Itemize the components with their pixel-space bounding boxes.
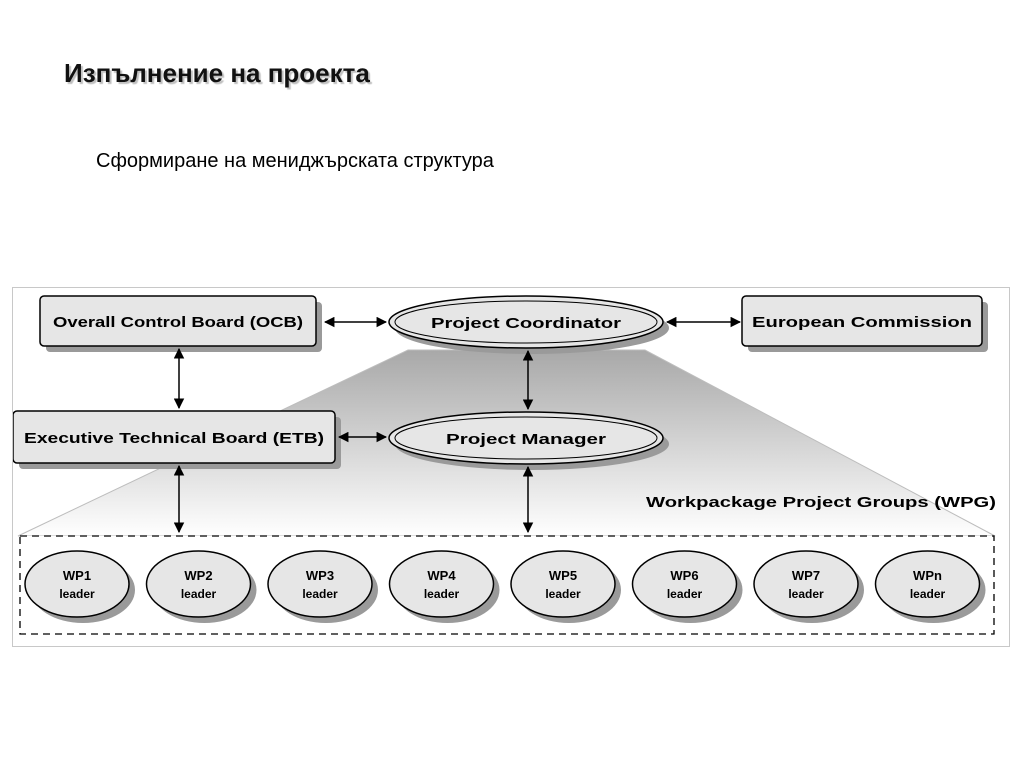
workpackage-ellipse <box>874 550 981 618</box>
workpackage-ellipse <box>145 550 252 618</box>
workpackage-role: leader <box>59 587 95 601</box>
workpackage-ellipse <box>510 550 616 618</box>
workpackage-node: WP2 leader <box>145 550 257 623</box>
workpackage-role: leader <box>788 587 824 601</box>
workpackage-role: leader <box>302 587 338 601</box>
workpackage-id: WPn <box>913 568 942 583</box>
commission-label: European Commission <box>752 314 972 331</box>
slide-title: Изпълнение на проекта <box>64 58 370 88</box>
coordinator-node: Project Coordinator <box>388 295 669 354</box>
workpackage-node: WP1 leader <box>24 550 135 623</box>
workpackage-list: WP1 leader WP2 leader WP3 leader WP4 leader WP5 l… <box>24 550 986 623</box>
workpackage-ellipse <box>388 550 495 618</box>
workpackage-id: WP1 <box>63 568 91 583</box>
workpackage-node: WP7 leader <box>753 550 864 623</box>
etb-label: Executive Technical Board (ETB) <box>24 430 324 447</box>
workpackage-ellipse <box>267 550 373 618</box>
org-chart-canvas: Overall Control Board (OCB) Project Coor… <box>13 295 996 635</box>
workpackage-ellipse <box>631 550 738 618</box>
workpackage-ellipse <box>24 550 130 618</box>
ocb-label: Overall Control Board (OCB) <box>53 314 303 331</box>
workpackage-role: leader <box>545 587 581 601</box>
workpackage-id: WP4 <box>427 568 456 583</box>
etb-node: Executive Technical Board (ETB) <box>13 410 341 469</box>
workpackage-role: leader <box>667 587 703 601</box>
workpackage-node: WP3 leader <box>267 550 378 623</box>
workpackage-id: WP2 <box>184 568 212 583</box>
workpackage-role: leader <box>910 587 946 601</box>
workpackage-ellipse <box>753 550 859 618</box>
commission-node: European Commission <box>741 295 988 352</box>
manager-label: Project Manager <box>446 431 606 448</box>
workpackage-node: WP5 leader <box>510 550 621 623</box>
workpackage-id: WP3 <box>306 568 334 583</box>
coordinator-label: Project Coordinator <box>431 315 621 332</box>
workpackage-id: WP5 <box>549 568 577 583</box>
workpackage-node: WP6 leader <box>631 550 743 623</box>
workpackage-node: WP4 leader <box>388 550 500 623</box>
workpackage-role: leader <box>181 587 217 601</box>
workpackage-node: WPn leader <box>874 550 986 623</box>
workpackage-id: WP7 <box>792 568 820 583</box>
wp-group-label: Workpackage Project Groups (WPG) <box>646 494 996 511</box>
workpackage-id: WP6 <box>670 568 698 583</box>
ocb-node: Overall Control Board (OCB) <box>39 295 322 352</box>
org-chart-diagram: Overall Control Board (OCB) Project Coor… <box>12 287 1010 647</box>
slide-subtitle: Сформиране на мениджърската структура <box>96 150 494 172</box>
manager-node: Project Manager <box>388 411 669 470</box>
workpackage-role: leader <box>424 587 460 601</box>
